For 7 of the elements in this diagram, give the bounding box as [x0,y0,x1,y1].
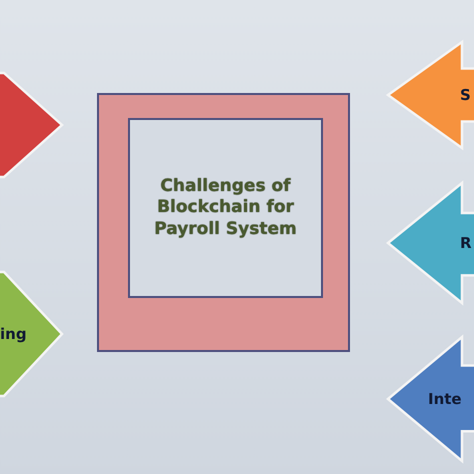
arrow-label: S [460,86,471,104]
frame-box [97,93,350,352]
title-box [128,118,323,298]
node-label: Challenges of Blockchain for Payroll System [153,176,298,240]
arrow-label: Inte [428,390,462,408]
arrow-label: R [460,234,472,252]
arrow-label: ing [0,325,27,343]
